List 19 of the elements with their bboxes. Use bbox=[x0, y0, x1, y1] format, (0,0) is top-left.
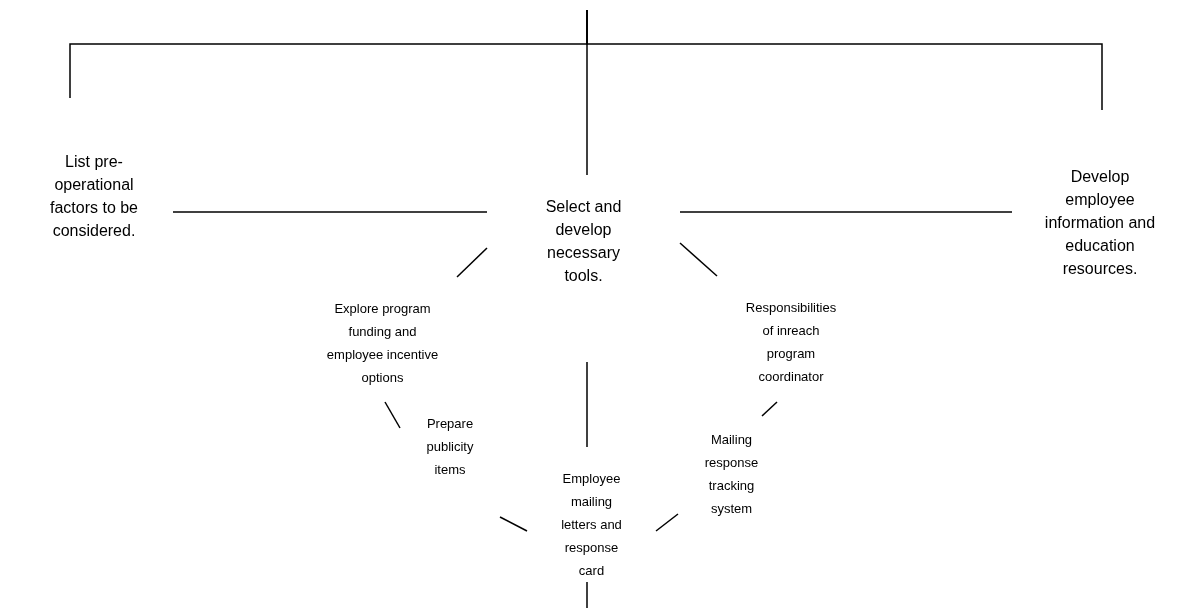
node-label: Employee mailing letters and response card bbox=[560, 470, 623, 580]
node-label: Responsibilities of inreach program coordinator bbox=[744, 299, 838, 386]
node-label: Mailing response tracking system bbox=[703, 431, 760, 518]
connector-line bbox=[586, 361, 588, 448]
connector-line bbox=[384, 401, 401, 429]
connector-line bbox=[586, 581, 588, 609]
node-label: Explore program funding and employee incentive options bbox=[325, 300, 440, 387]
node-label: Prepare publicity items bbox=[425, 415, 475, 479]
connector-line bbox=[172, 211, 488, 213]
connector-line bbox=[586, 9, 1103, 111]
connector-line bbox=[679, 242, 718, 277]
connector-line bbox=[679, 211, 1013, 213]
node-label: Develop employee information and education resources. bbox=[1043, 167, 1157, 279]
connector-line bbox=[499, 516, 528, 532]
connector-line bbox=[761, 401, 778, 417]
connector-line bbox=[655, 513, 679, 532]
connector-line bbox=[456, 247, 488, 278]
node-label: List pre-operational factors to be considered. bbox=[48, 152, 139, 241]
node-label: Select and develop necessary tools. bbox=[544, 197, 623, 286]
